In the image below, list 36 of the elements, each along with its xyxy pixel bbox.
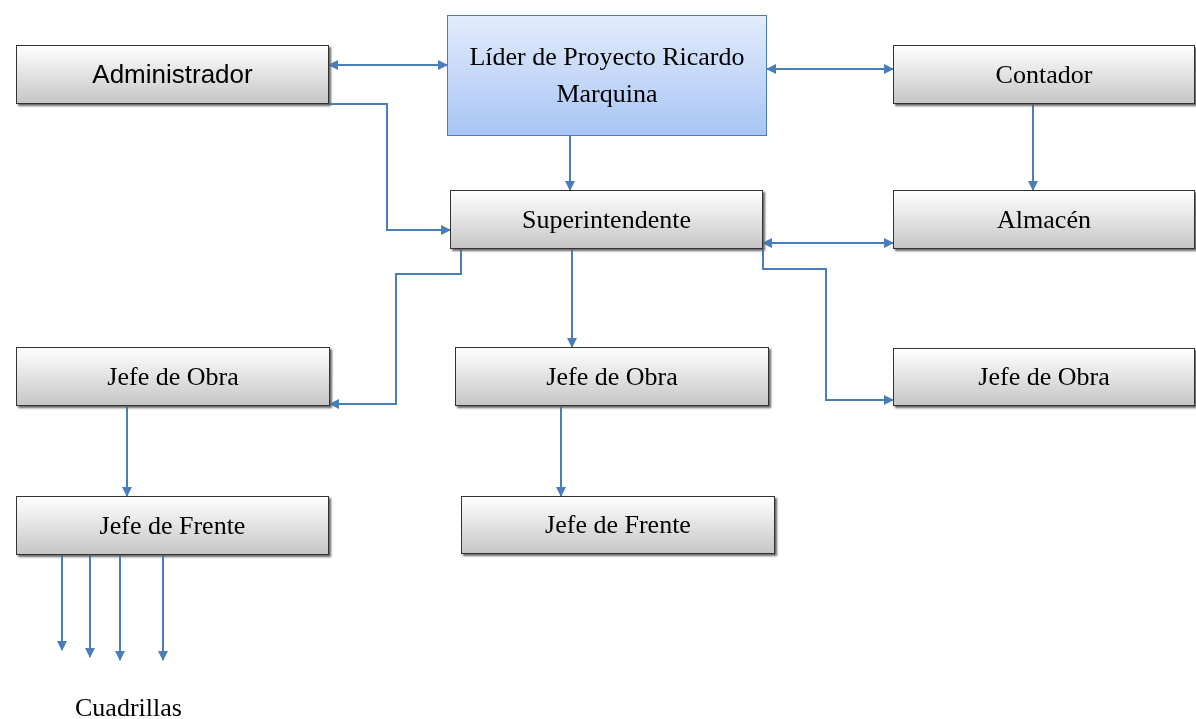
box-label: Jefe de Obra [545,361,679,392]
role-box [450,190,763,249]
box-label: Almacén [996,204,1092,235]
role-box [893,348,1195,406]
connector-arrow [115,554,125,661]
connector-arrow [329,248,462,409]
role-box [893,190,1195,249]
connector-arrow [57,554,67,651]
connector-arrow [158,554,168,661]
role-box [461,496,775,554]
connector-arrow [762,248,894,405]
connector-arrow [762,238,894,248]
connector-arrow [556,405,566,497]
role-box [16,347,330,406]
role-box [893,45,1195,104]
box-label: Jefe de Obra [977,362,1111,392]
role-box [455,347,769,406]
connector-arrow [122,405,132,497]
connector-arrow [1028,103,1038,191]
box-label: Contador [994,59,1094,90]
role-box [16,45,329,104]
connector-arrow [766,64,894,74]
box-label: Administrador [91,59,254,90]
group-label: Cuadrillas [75,693,182,719]
box-label: Jefe de Frente [544,510,692,540]
connector-arrow [328,60,448,70]
lead-box [447,15,767,136]
connector-arrow [567,248,577,348]
role-box [16,496,329,555]
connector-arrow [328,103,451,235]
box-label: Líder de Proyecto Ricardo Marquina [468,41,746,110]
box-label: Jefe de Frente [98,510,247,541]
box-label: Superintendente [521,204,692,235]
box-label: Jefe de Obra [106,361,240,392]
connector-arrow [85,554,95,658]
connector-arrow [565,135,575,191]
